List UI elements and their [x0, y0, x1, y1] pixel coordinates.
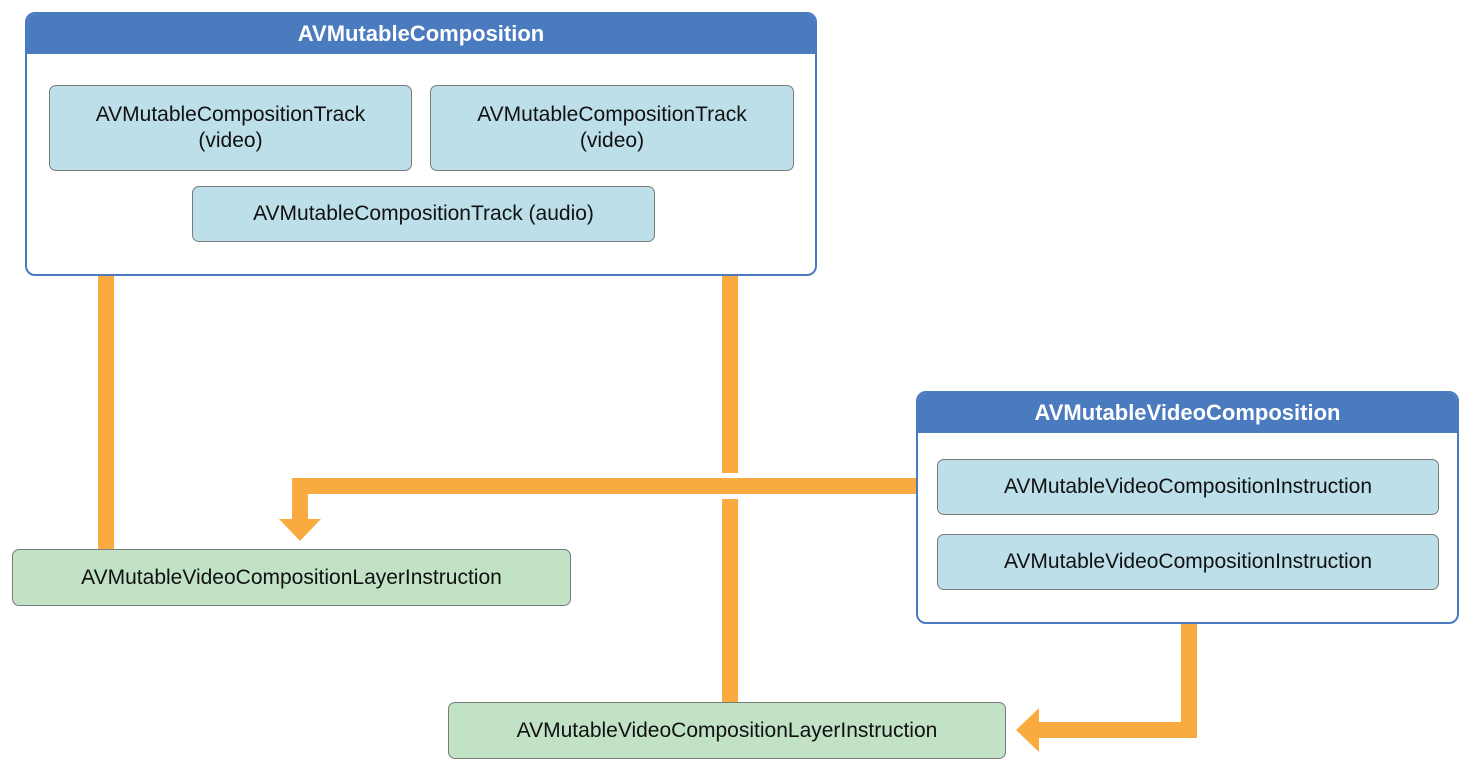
video-track-1-kind: (video): [198, 129, 263, 152]
arrow-instruction-1-to-layer-1: [279, 478, 940, 541]
layer-instruction-1: AVMutableVideoCompositionLayerInstructio…: [12, 549, 571, 606]
video-track-2-kind: (video): [579, 129, 645, 152]
video-composition-instruction-1: AVMutableVideoCompositionInstruction: [937, 459, 1439, 515]
video-track-2-name: AVMutableCompositionTrack: [477, 103, 747, 126]
video-track-1-name: AVMutableCompositionTrack: [95, 103, 366, 126]
layer-instruction-2: AVMutableVideoCompositionLayerInstructio…: [448, 702, 1006, 759]
audio-track: AVMutableCompositionTrack (audio): [192, 186, 655, 242]
arrow-instruction-2-to-layer-2: [1016, 588, 1197, 752]
video-track-1: AVMutableCompositionTrack (video): [49, 85, 412, 171]
video-composition-title: AVMutableVideoComposition: [918, 393, 1457, 433]
composition-title: AVMutableComposition: [27, 14, 815, 54]
video-composition-instruction-2: AVMutableVideoCompositionInstruction: [937, 534, 1439, 590]
video-track-2: AVMutableCompositionTrack (video): [430, 85, 794, 171]
